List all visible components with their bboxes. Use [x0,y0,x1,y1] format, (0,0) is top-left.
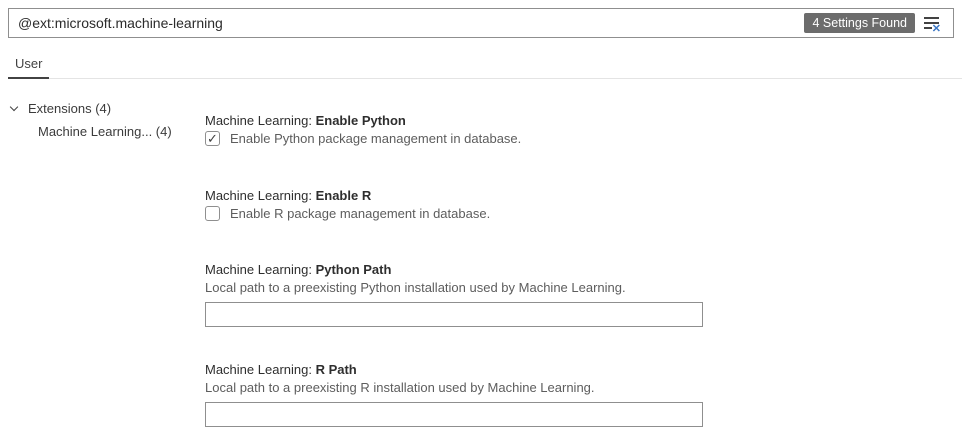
setting-r-path: Machine Learning: R Path Local path to a… [205,361,703,427]
tab-user[interactable]: User [8,50,50,79]
setting-title: Machine Learning: Enable R [205,187,703,205]
tree-item-label: Extensions (4) [28,101,112,116]
setting-description: Local path to a preexisting R installati… [205,380,595,395]
clear-x-icon: ✕ [931,23,941,35]
settings-toc-tree: Extensions (4) Machine Learning... (4) [0,97,200,143]
setting-title: Machine Learning: Python Path [205,261,703,279]
setting-label: R Path [315,362,357,377]
setting-label: Enable Python [315,113,406,128]
r-path-input[interactable] [205,402,703,427]
tree-item-extensions[interactable]: Extensions (4) [0,97,200,120]
setting-enable-r: Machine Learning: Enable R ✓ Enable R pa… [205,187,703,222]
setting-label: Python Path [315,262,392,277]
setting-description: Enable Python package management in data… [230,131,522,146]
setting-title: Machine Learning: Enable Python [205,112,703,130]
setting-description: Local path to a preexisting Python insta… [205,280,626,295]
setting-label: Enable R [315,188,372,203]
checkmark-icon: ✓ [207,131,218,146]
tree-item-label: Machine Learning... (4) [38,124,172,139]
setting-title: Machine Learning: R Path [205,361,703,379]
setting-description: Enable R package management in database. [230,206,491,221]
filter-line-icon [924,17,939,19]
enable-r-checkbox[interactable]: ✓ [205,206,220,221]
settings-scope-tabs: User [8,50,962,79]
clear-filters-button[interactable]: ✕ [924,16,941,35]
setting-category: Machine Learning: [205,262,316,277]
tree-item-machine-learning[interactable]: Machine Learning... (4) [0,120,200,143]
setting-category: Machine Learning: [205,113,316,128]
setting-category: Machine Learning: [205,362,316,377]
filter-line-icon [924,27,932,29]
python-path-input[interactable] [205,302,703,327]
enable-python-checkbox[interactable]: ✓ [205,131,220,146]
filter-line-icon [924,22,939,24]
setting-category: Machine Learning: [205,188,316,203]
setting-python-path: Machine Learning: Python Path Local path… [205,261,703,327]
settings-search-input[interactable] [8,8,954,38]
settings-search-bar: 4 Settings Found ✕ [8,8,954,38]
setting-enable-python: Machine Learning: Enable Python ✓ Enable… [205,112,703,147]
settings-count-badge: 4 Settings Found [804,13,915,33]
chevron-down-icon[interactable] [9,102,19,112]
